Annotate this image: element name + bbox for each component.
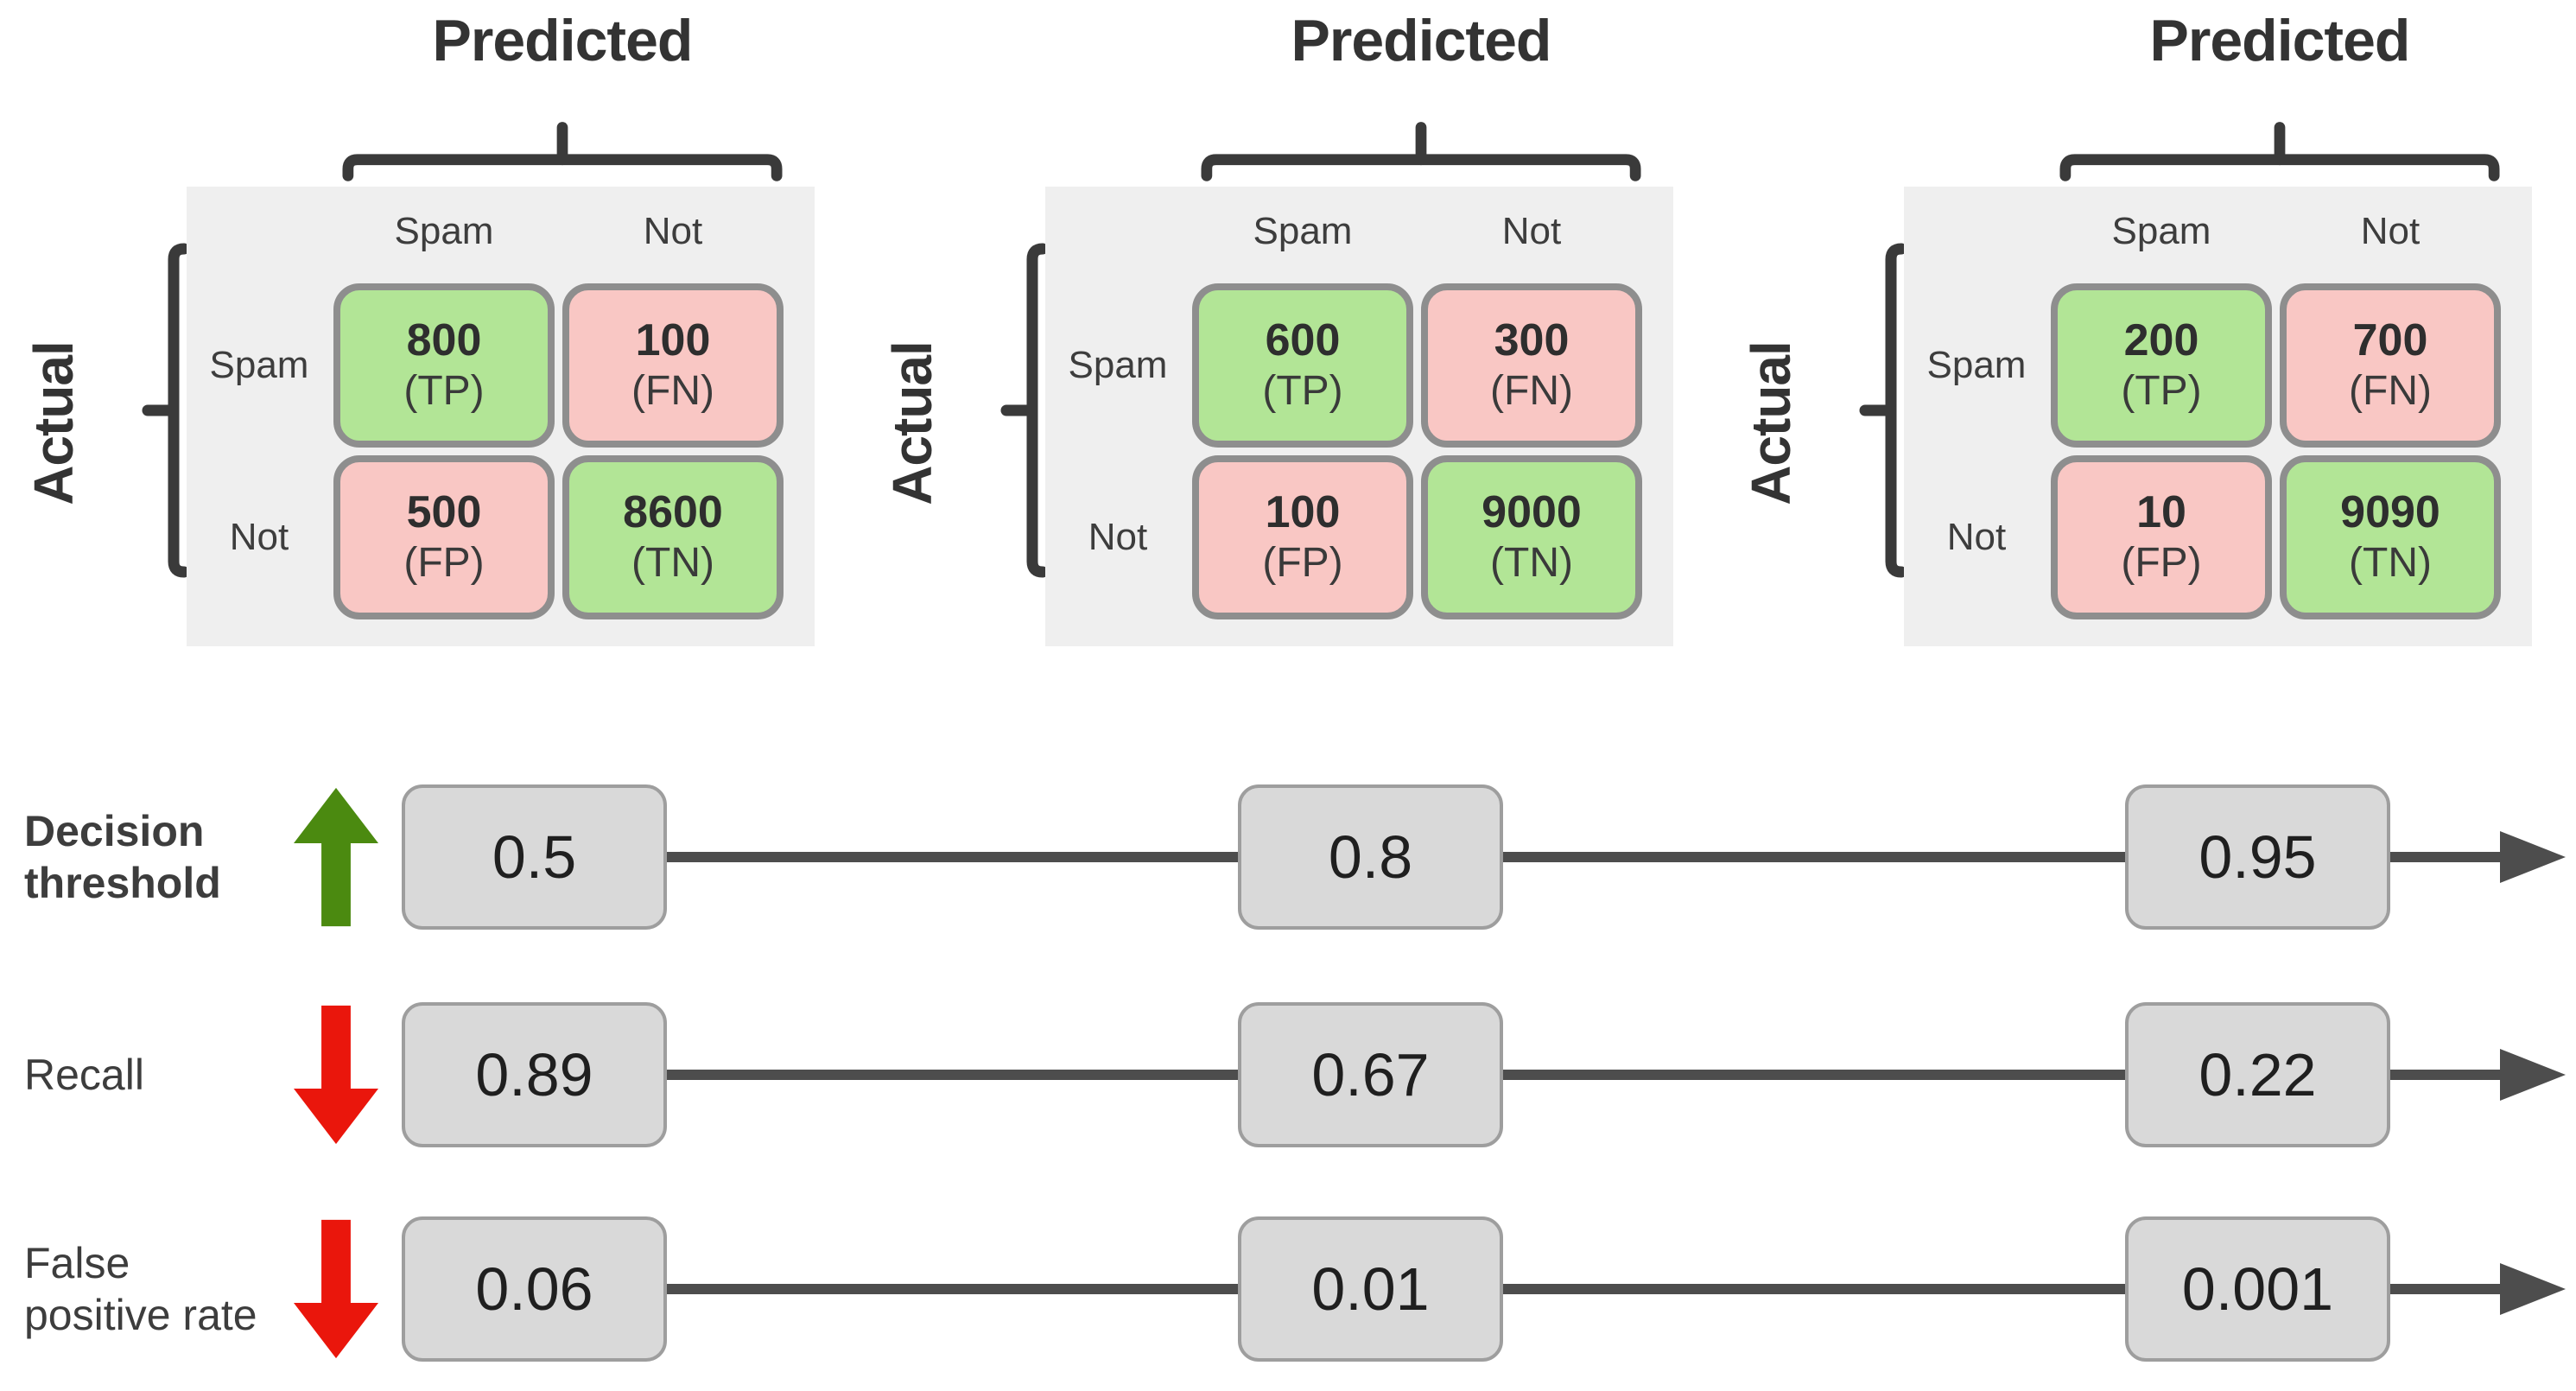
row-header-not: Not (229, 516, 289, 558)
cell-value: 9000 (1482, 487, 1582, 537)
cell-value: 500 (406, 487, 482, 537)
col-header-spam: Spam (1253, 210, 1353, 252)
actual-label-wrap: Actual (16, 271, 92, 575)
actual-label: Actual (881, 341, 943, 505)
cell-tp: 600 (TP) (1192, 283, 1413, 448)
row-header-spam: Spam (1068, 344, 1168, 386)
actual-label: Actual (22, 341, 85, 505)
cell-fn: 300 (FN) (1421, 283, 1642, 448)
cell-tag: (TP) (1262, 368, 1343, 415)
cell-value: 700 (2352, 315, 2428, 365)
cell-value: 8600 (623, 487, 723, 537)
cell-value: 800 (406, 315, 482, 365)
value-box: 0.01 (1238, 1216, 1503, 1362)
col-header-spam: Spam (2111, 210, 2211, 252)
cell-fn: 700 (FN) (2280, 283, 2501, 448)
cell-tp: 800 (TP) (333, 283, 555, 448)
cell-tag: (FN) (2349, 368, 2432, 415)
col-header-not: Not (2360, 210, 2421, 252)
down-arrow-icon (294, 1219, 378, 1359)
cell-tn: 8600 (TN) (562, 455, 784, 619)
cell-grid: 200 (TP) 700 (FN) 10 (FP) 9090 (TN) (2051, 283, 2501, 619)
cell-tn: 9000 (TN) (1421, 455, 1642, 619)
actual-label-wrap: Actual (1733, 271, 1809, 575)
confusion-matrix: Spam Not Spam Not 600 (TP) 300 (FN) 100 … (1045, 187, 1673, 646)
row-header-spam: Spam (209, 344, 309, 386)
value-box: 0.06 (402, 1216, 667, 1362)
cell-fp: 100 (FP) (1192, 455, 1413, 619)
down-arrow-icon (294, 1005, 378, 1145)
row-header-not: Not (1946, 516, 2007, 558)
value-box: 0.001 (2125, 1216, 2390, 1362)
row-header-spam: Spam (1926, 344, 2027, 386)
cell-value: 100 (1265, 487, 1341, 537)
up-arrow-icon (294, 787, 378, 927)
cell-grid: 800 (TP) 100 (FN) 500 (FP) 8600 (TN) (333, 283, 784, 619)
cell-value: 9090 (2340, 487, 2440, 537)
cell-fp: 10 (FP) (2051, 455, 2272, 619)
predicted-label: Predicted (432, 8, 694, 73)
actual-label: Actual (1740, 341, 1802, 505)
cell-fp: 500 (FP) (333, 455, 555, 619)
confusion-matrix: Spam Not Spam Not 200 (TP) 700 (FN) 10 (… (1904, 187, 2532, 646)
value-box: 0.89 (402, 1002, 667, 1147)
cell-tag: (TP) (2121, 368, 2202, 415)
cell-value: 200 (2123, 315, 2199, 365)
actual-brace-icon (142, 243, 190, 578)
actual-label-wrap: Actual (874, 271, 950, 575)
confusion-matrix: Spam Not Spam Not 800 (TP) 100 (FN) 500 … (187, 187, 815, 646)
confusion-matrix-group-2: Predicted Actual Spam Not Spam Not 600 (… (859, 0, 1717, 700)
predicted-brace-icon (2059, 122, 2500, 181)
arrowhead-icon (2500, 1049, 2566, 1101)
cell-grid: 600 (TP) 300 (FN) 100 (FP) 9000 (TN) (1192, 283, 1642, 619)
metric-label: Decision threshold (24, 807, 221, 907)
cell-fn: 100 (FN) (562, 283, 784, 448)
value-box: 0.8 (1238, 784, 1503, 930)
cell-tp: 200 (TP) (2051, 283, 2272, 448)
value-box: 0.22 (2125, 1002, 2390, 1147)
cell-tag: (FP) (403, 540, 485, 587)
row-header-not: Not (1088, 516, 1148, 558)
cell-tn: 9090 (TN) (2280, 455, 2501, 619)
col-header-not: Not (1501, 210, 1562, 252)
cell-tag: (FP) (2121, 540, 2202, 587)
col-header-not: Not (643, 210, 703, 252)
confusion-matrix-group-3: Predicted Actual Spam Not Spam Not 200 (… (1717, 0, 2576, 700)
cell-tag: (TN) (2349, 540, 2432, 587)
cell-tag: (FN) (1490, 368, 1573, 415)
metric-row-recall: Recall 0.89 0.67 0.22 (0, 1002, 2576, 1147)
cell-value: 300 (1494, 315, 1570, 365)
actual-brace-icon (1000, 243, 1049, 578)
confusion-matrix-group-1: Predicted Actual Spam Not Spam Not 800 (… (0, 0, 859, 700)
cell-value: 10 (2136, 487, 2186, 537)
cell-tag: (TP) (403, 368, 485, 415)
cell-tag: (TN) (631, 540, 714, 587)
predicted-brace-icon (1201, 122, 1641, 181)
cell-tag: (TN) (1490, 540, 1573, 587)
cell-tag: (FP) (1262, 540, 1343, 587)
metric-label: False positive rate (24, 1239, 257, 1339)
metric-label: Recall (24, 1051, 144, 1099)
metric-row-false-positive-rate: False positive rate 0.06 0.01 0.001 (0, 1216, 2576, 1362)
col-header-spam: Spam (394, 210, 494, 252)
predicted-brace-icon (342, 122, 783, 181)
actual-brace-icon (1859, 243, 1907, 578)
cell-value: 100 (635, 315, 711, 365)
arrowhead-icon (2500, 1263, 2566, 1315)
value-box: 0.95 (2125, 784, 2390, 930)
value-box: 0.5 (402, 784, 667, 930)
cell-value: 600 (1265, 315, 1341, 365)
metric-row-decision-threshold: Decision threshold 0.5 0.8 0.95 (0, 784, 2576, 930)
predicted-label: Predicted (1291, 8, 1552, 73)
value-box: 0.67 (1238, 1002, 1503, 1147)
predicted-label: Predicted (2149, 8, 2411, 73)
arrowhead-icon (2500, 831, 2566, 883)
cell-tag: (FN) (631, 368, 714, 415)
